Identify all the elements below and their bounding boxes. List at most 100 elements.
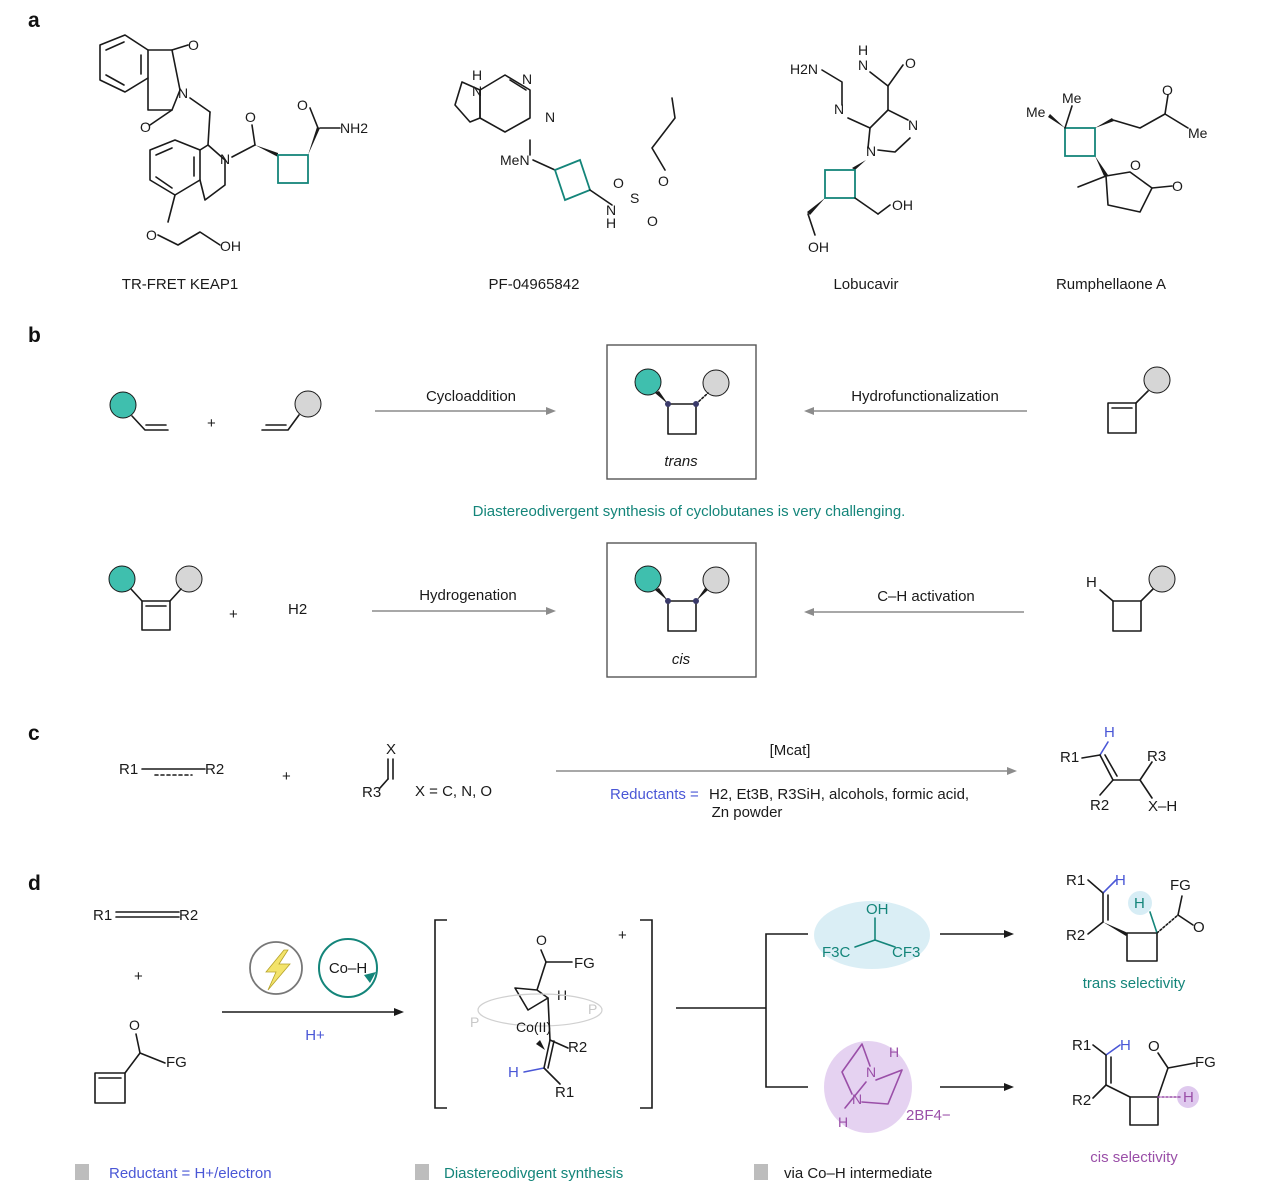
carbonyl-o: O (129, 1017, 140, 1033)
atom-nh2: NH2 (340, 120, 368, 136)
challenge-note: Diastereodivergent synthesis of cyclobut… (473, 503, 906, 520)
purple-h: H (1183, 1089, 1194, 1106)
teal-substituent (108, 565, 136, 593)
left-bracket (434, 919, 447, 1109)
structure-rumphellaone-a: Me Me O Me O O (1026, 82, 1208, 213)
light-source-circle (249, 941, 303, 995)
allylic-product: H R1 R2 R3 X–H (1060, 724, 1177, 815)
plus-sign: + (229, 606, 238, 623)
trans-caption: trans selectivity (1083, 975, 1186, 992)
r2-group: R2 (568, 1039, 587, 1056)
catalyst-label: [Mcat] (770, 742, 811, 759)
atom-n: N (522, 71, 532, 87)
r2-group: R2 (179, 907, 198, 924)
legend-reductant: Reductant = H+/electron (109, 1165, 272, 1182)
arrow-label: Hydrofunctionalization (851, 388, 999, 405)
legend-swatch (415, 1164, 429, 1180)
carbonyl-o: O (536, 932, 547, 948)
dabco-n: N (866, 1064, 876, 1080)
structure-tr-fret-keap1: O N O N O O NH2 O OH (99, 34, 368, 254)
r3-group: R3 (1147, 748, 1166, 765)
dabco-h: H (838, 1114, 848, 1130)
arrow-label: Cycloaddition (426, 388, 516, 405)
stereocenter-dot (693, 401, 699, 407)
atom-n: N (220, 151, 230, 167)
stereocenter-dot (665, 401, 671, 407)
r3-group: R3 (362, 784, 381, 801)
legend-divergent: Diastereodivgent synthesis (444, 1165, 623, 1182)
atom-me: Me (1026, 104, 1046, 120)
reductants-list-2: Zn powder (712, 804, 783, 821)
panel-label-b: b (28, 324, 41, 347)
compound-name: PF-04965842 (489, 276, 580, 293)
teal-substituent (634, 565, 662, 593)
atom-men: MeN (500, 152, 530, 168)
cobalt-center: Co(II) (516, 1019, 551, 1035)
product-hydrogen: H (1104, 724, 1115, 741)
hydrogen-atom: H (1086, 574, 1097, 591)
counterion: 2BF4− (906, 1107, 951, 1124)
phosphine-p: P (470, 1014, 479, 1030)
vinyl-h: H (1120, 1037, 1131, 1054)
atom-h: H (606, 215, 616, 231)
atom-h: H (472, 67, 482, 83)
coh-cycle-circle (318, 938, 378, 998)
cis-caption: cis selectivity (1090, 1149, 1178, 1166)
r2-group: R2 (1090, 797, 1109, 814)
legend-coh: via Co–H intermediate (784, 1165, 932, 1182)
grey-substituent (175, 565, 203, 593)
grey-substituent (702, 566, 730, 594)
r2-group: R2 (205, 761, 224, 778)
reductants-label: Reductants = (610, 786, 699, 803)
atom-oh: OH (892, 197, 913, 213)
migrating-h: H (508, 1064, 519, 1081)
atom-o: O (1172, 178, 1183, 194)
trans-label: trans (664, 453, 698, 470)
vinyl-h: H (1115, 872, 1126, 889)
fg-group: FG (574, 955, 595, 972)
atom-me: Me (1062, 90, 1082, 106)
compound-name: TR-FRET KEAP1 (122, 276, 238, 293)
stereocenter-dot (665, 598, 671, 604)
coh-label: Co–H (329, 960, 367, 977)
atom-oh: OH (808, 239, 829, 255)
atom-o: O (905, 55, 916, 71)
r1-group: R1 (119, 761, 138, 778)
cobalt-intermediate: O FG H P P Co(II) R2 H R1 (470, 932, 603, 1101)
alkyne-reactant: R1 R2 (119, 761, 224, 778)
atom-s: S (630, 190, 639, 206)
legend-swatch (75, 1164, 89, 1180)
cis-label: cis (672, 651, 691, 668)
arrowhead (394, 1008, 404, 1016)
compound-name: Lobucavir (833, 276, 898, 293)
reductants-list: H2, Et3B, R3SiH, alcohols, formic acid, (709, 786, 969, 803)
r1-group: R1 (555, 1084, 574, 1101)
teal-substituent (109, 391, 137, 419)
trans-cyclobutane (634, 368, 730, 435)
cyclobutene-disubstituted (108, 565, 203, 631)
arrowhead (1004, 930, 1014, 938)
hfip-oh: OH (866, 901, 889, 918)
atom-h2n: H2N (790, 61, 818, 77)
r1-group: R1 (1060, 749, 1079, 766)
r1-group: R1 (93, 907, 112, 924)
atom-o: O (188, 37, 199, 53)
dabco-h: H (889, 1044, 899, 1060)
atom-o: O (658, 173, 669, 189)
arrowhead (546, 607, 556, 615)
atom-n: N (472, 83, 482, 99)
carbonyl-imine-reactant: X R3 (362, 741, 396, 801)
x-definition: X = C, N, O (415, 783, 492, 800)
plus-sign: + (282, 768, 291, 785)
charge: + (618, 927, 627, 944)
r2-group: R2 (1072, 1092, 1091, 1109)
atom-oh: OH (220, 238, 241, 254)
atom-n: N (858, 57, 868, 73)
structure-pf-04965842: H N N N MeN N H S O O O (454, 67, 676, 231)
lightning-icon (265, 949, 291, 991)
atom-n: N (178, 85, 188, 101)
atom-o: O (1162, 82, 1173, 98)
cis-cyclobutane (634, 565, 730, 632)
cyclobutane-ch: H (1086, 565, 1176, 632)
